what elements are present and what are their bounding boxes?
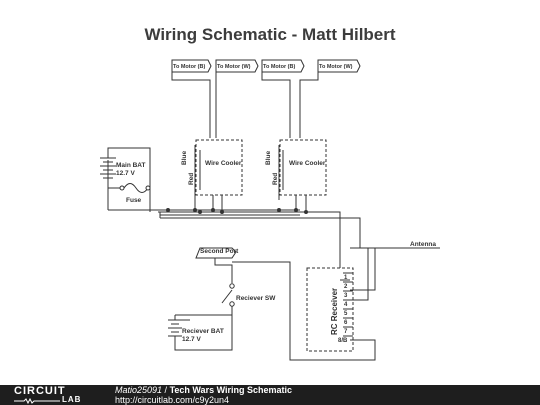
wire-cooler-label-left: Wire Cooler — [205, 160, 242, 167]
main-battery-voltage: 12.7 V — [116, 170, 135, 177]
wire-cooler-box-right — [279, 139, 327, 196]
rc-pin-5: 5 — [344, 311, 348, 317]
wire-cooler-box-left — [195, 139, 243, 196]
logo-trace-icon — [14, 398, 60, 404]
schematic-canvas: Wiring Schematic - Matt Hilbert — [100, 25, 440, 361]
footer-credits: Matio25091 / Tech Wars Wiring Schematic — [115, 385, 292, 395]
fuse-terminal-right — [145, 185, 151, 191]
rc-pin-4: 4 — [344, 302, 348, 308]
fuse-label: Fuse — [126, 197, 142, 204]
second-port-label: Second Port — [200, 248, 239, 255]
circuitlab-logo[interactable]: CIRCUIT LAB — [14, 385, 104, 404]
footer-design-title[interactable]: Tech Wars Wiring Schematic — [169, 385, 293, 395]
motor-label-3: To Motor (B) — [263, 64, 295, 70]
motor-label-2: To Motor (W) — [217, 64, 251, 70]
motor-label-4: To Motor (W) — [319, 64, 353, 70]
footer-author[interactable]: Matio25091 — [115, 385, 163, 395]
rc-pin-3: 3 — [344, 293, 348, 299]
fuse-terminal-left — [119, 185, 125, 191]
rc-pin-6: 6 — [344, 320, 348, 326]
antenna-label: Antenna — [410, 241, 436, 248]
rc-receiver-label: RC Receiver — [330, 288, 339, 335]
wire-label-red-left: Red — [188, 173, 195, 185]
page-title: Wiring Schematic - Matt Hilbert — [144, 25, 395, 44]
logo-text-circuit: CIRCUIT — [14, 385, 66, 397]
switch-contact-top — [229, 283, 235, 289]
rc-receiver-pin-ticks — [343, 272, 353, 337]
footer-url-link[interactable]: http://circuitlab.com/c9y2un4 — [115, 395, 230, 405]
wire-label-red-right: Red — [272, 173, 279, 185]
logo-text-lab: LAB — [62, 395, 82, 404]
receiver-battery-name: Reciever BAT — [182, 328, 224, 335]
footer-separator: / — [162, 385, 170, 395]
junctions — [166, 208, 308, 214]
motor-label-1: To Motor (B) — [173, 64, 205, 70]
wire-cooler-label-right: Wire Cooler — [289, 160, 326, 167]
rc-pin-1: 1 — [344, 275, 348, 281]
receiver-switch-label: Reciever SW — [236, 295, 276, 302]
wire-label-blue-left: Blue — [181, 151, 188, 165]
switch-contact-bottom — [229, 301, 235, 307]
footer-bar: CIRCUIT LAB Matio25091 / Tech Wars Wirin… — [0, 385, 540, 405]
wire-label-blue-right: Blue — [265, 151, 272, 165]
main-battery-name: Main BAT — [116, 162, 146, 169]
rc-pin-2: 2 — [344, 284, 348, 290]
wires — [100, 59, 440, 361]
rc-pin-7: 7 — [344, 329, 348, 335]
rc-pin-8b: 8/B — [338, 338, 348, 344]
receiver-battery-voltage: 12.7 V — [182, 336, 201, 343]
